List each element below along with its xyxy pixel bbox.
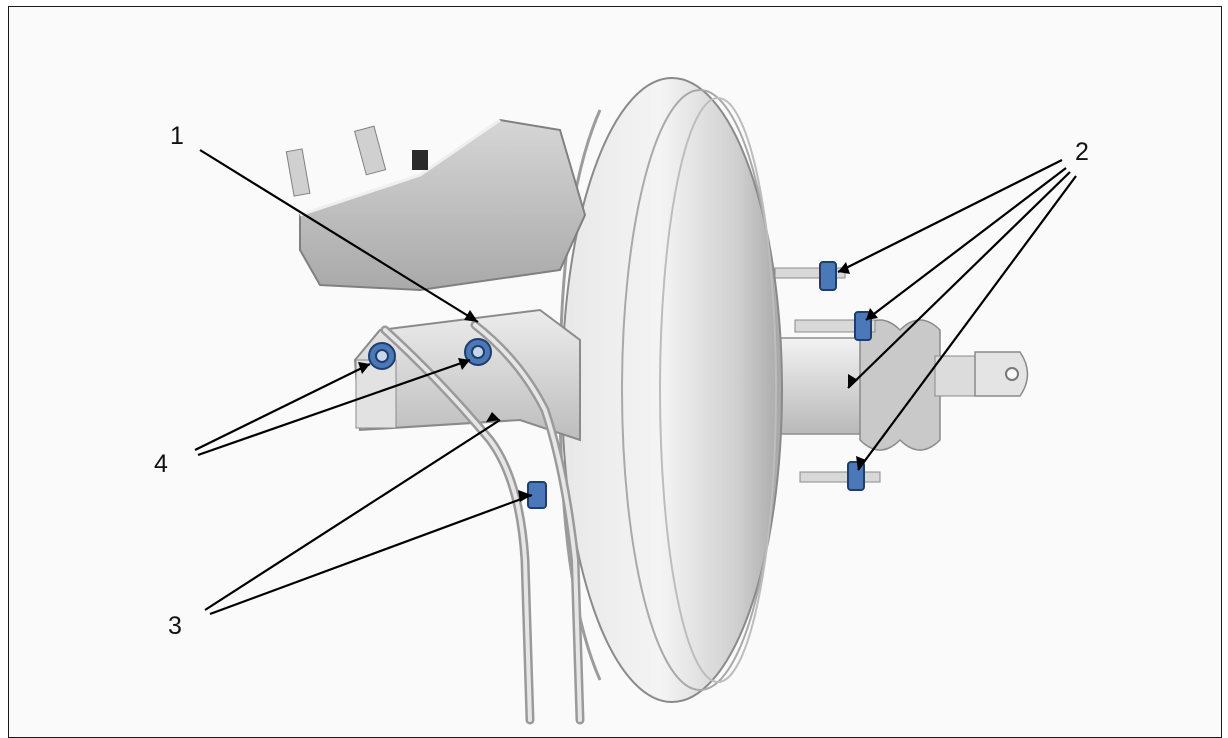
callout-2: 2 [1075, 138, 1089, 166]
fluid-reservoir [285, 118, 587, 292]
brake-lines [380, 320, 585, 725]
callout-3: 3 [168, 612, 182, 640]
leader-lines [194, 149, 1077, 616]
leader-3b [209, 493, 533, 616]
leader-2a [837, 159, 1063, 273]
leader-2d [857, 175, 1077, 471]
leader-1 [199, 149, 479, 323]
booster-nut-1 [819, 261, 837, 291]
callout-1: 1 [170, 122, 184, 150]
leader-3a [204, 419, 501, 611]
callout-4: 4 [154, 450, 168, 478]
leader-2c [847, 171, 1071, 389]
master-cylinder [353, 308, 581, 442]
leader-4b [197, 358, 471, 457]
pushrod-assembly [769, 319, 1029, 451]
leader-2b [865, 167, 1067, 321]
leader-arrowheads [358, 262, 878, 502]
brake-booster-housing [558, 77, 783, 703]
fasteners [368, 261, 872, 509]
leader-4a [194, 363, 371, 451]
